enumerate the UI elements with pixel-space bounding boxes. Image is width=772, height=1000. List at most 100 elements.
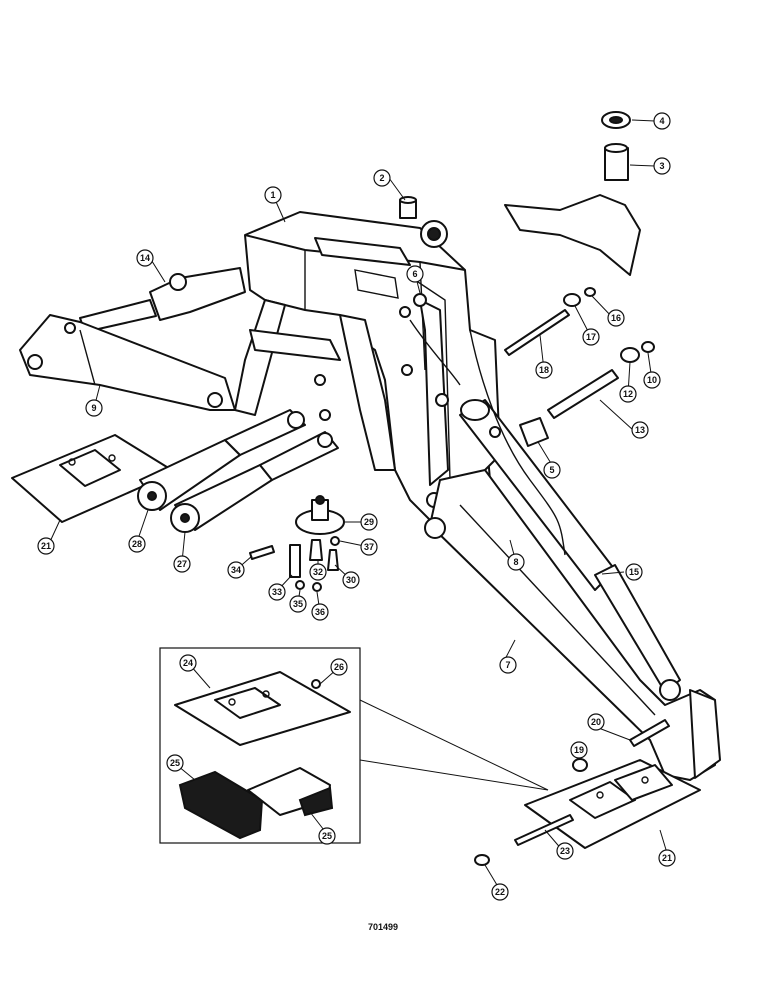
callout-label: 17 bbox=[586, 332, 596, 342]
callout-2: 2 bbox=[373, 169, 391, 187]
callout-14: 15 bbox=[625, 563, 643, 581]
fitting-6 bbox=[413, 293, 427, 307]
callout-label: 20 bbox=[591, 717, 601, 727]
washer-12 bbox=[641, 341, 655, 353]
callout-label: 10 bbox=[647, 375, 657, 385]
callout-label: 3 bbox=[659, 161, 664, 171]
bolt-34 bbox=[249, 545, 275, 560]
callout-28: 27 bbox=[173, 555, 191, 573]
washer-16 bbox=[584, 287, 596, 297]
control-valves bbox=[137, 409, 339, 533]
callout-label: 22 bbox=[495, 887, 505, 897]
callout-11: 12 bbox=[619, 385, 637, 403]
callout-23: 23 bbox=[556, 842, 574, 860]
drawing-number: 701499 bbox=[368, 922, 399, 932]
callout-36: 36 bbox=[311, 603, 329, 621]
callout-26: 25 bbox=[318, 827, 336, 845]
bushing-5 bbox=[519, 417, 549, 447]
callout-34: 34 bbox=[227, 561, 245, 579]
callout-label: 4 bbox=[659, 116, 664, 126]
callout-16: 17 bbox=[582, 328, 600, 346]
callout-19: 20 bbox=[587, 713, 605, 731]
callout-label: 16 bbox=[611, 313, 621, 323]
callout-37: 37 bbox=[360, 538, 378, 556]
right-swing-cylinder bbox=[459, 399, 681, 701]
callout-label: 19 bbox=[574, 745, 584, 755]
callout-label: 12 bbox=[623, 389, 633, 399]
callout-17: 18 bbox=[535, 361, 553, 379]
callout-label: 23 bbox=[560, 846, 570, 856]
callout-33: 33 bbox=[268, 583, 286, 601]
callout-label: 25 bbox=[322, 831, 332, 841]
callout-label: 30 bbox=[346, 575, 356, 585]
callout-label: 24 bbox=[183, 658, 193, 668]
callout-label: 2 bbox=[379, 173, 384, 183]
callout-label: 5 bbox=[549, 465, 554, 475]
pin-23 bbox=[514, 814, 574, 846]
washer-13 bbox=[620, 347, 640, 363]
main-frame bbox=[234, 211, 501, 521]
callout-label: 9 bbox=[91, 403, 96, 413]
callout-6: 6 bbox=[406, 265, 424, 283]
washer-19 bbox=[572, 758, 588, 772]
callout-label: 6 bbox=[412, 269, 417, 279]
callout-label: 1 bbox=[270, 190, 275, 200]
callout-29: 28 bbox=[128, 535, 146, 553]
pin-18 bbox=[504, 309, 570, 356]
callout-30: 29 bbox=[360, 513, 378, 531]
right-stabilizer-arm bbox=[424, 469, 721, 781]
mounting-plate bbox=[504, 194, 641, 276]
callout-25: 25 bbox=[166, 754, 184, 772]
washer-17 bbox=[563, 293, 581, 307]
callout-3: 3 bbox=[653, 157, 671, 175]
callout-9: 9 bbox=[85, 399, 103, 417]
callout-5: 5 bbox=[543, 461, 561, 479]
right-stabilizer-pad bbox=[524, 759, 701, 849]
callout-label: 7 bbox=[505, 660, 510, 670]
callout-24: 24 bbox=[179, 654, 197, 672]
pin-20 bbox=[629, 719, 670, 747]
pin-33 bbox=[289, 544, 301, 578]
callout-31: 30 bbox=[342, 571, 360, 589]
callout-8: 8 bbox=[507, 553, 525, 571]
fitting-37 bbox=[330, 536, 340, 546]
callout-label: 13 bbox=[635, 425, 645, 435]
washer-35 bbox=[295, 580, 305, 590]
nut-36 bbox=[312, 582, 322, 592]
callout-label: 34 bbox=[231, 565, 241, 575]
callout-label: 32 bbox=[313, 567, 323, 577]
callout-label: 25 bbox=[170, 758, 180, 768]
callout-27: 26 bbox=[330, 658, 348, 676]
callout-1: 1 bbox=[264, 186, 282, 204]
fitting-32 bbox=[309, 539, 323, 561]
callout-7: 7 bbox=[499, 656, 517, 674]
callout-20: 21 bbox=[37, 537, 55, 555]
callout-32: 32 bbox=[309, 563, 327, 581]
callout-label: 18 bbox=[539, 365, 549, 375]
callout-22: 22 bbox=[491, 883, 509, 901]
inset-box bbox=[159, 647, 361, 844]
callout-label: 8 bbox=[513, 557, 518, 567]
callout-label: 21 bbox=[662, 853, 672, 863]
left-stabilizer-arm bbox=[19, 314, 236, 411]
callout-15: 16 bbox=[607, 309, 625, 327]
swing-pivot-plate bbox=[295, 495, 345, 535]
callout-13: 14 bbox=[136, 249, 154, 267]
callout-label: 14 bbox=[140, 253, 150, 263]
washer-22 bbox=[474, 854, 490, 866]
pin-14 bbox=[547, 369, 619, 419]
callout-label: 21 bbox=[41, 541, 51, 551]
callout-label: 36 bbox=[315, 607, 325, 617]
callout-label: 35 bbox=[293, 599, 303, 609]
callout-35: 35 bbox=[289, 595, 307, 613]
callout-label: 28 bbox=[132, 539, 142, 549]
hose bbox=[469, 329, 566, 556]
callout-label: 26 bbox=[334, 662, 344, 672]
callout-18: 19 bbox=[570, 741, 588, 759]
callout-label: 33 bbox=[272, 587, 282, 597]
callout-4: 4 bbox=[653, 112, 671, 130]
callout-label: 27 bbox=[177, 559, 187, 569]
callout-10: 10 bbox=[643, 371, 661, 389]
callout-21: 21 bbox=[658, 849, 676, 867]
